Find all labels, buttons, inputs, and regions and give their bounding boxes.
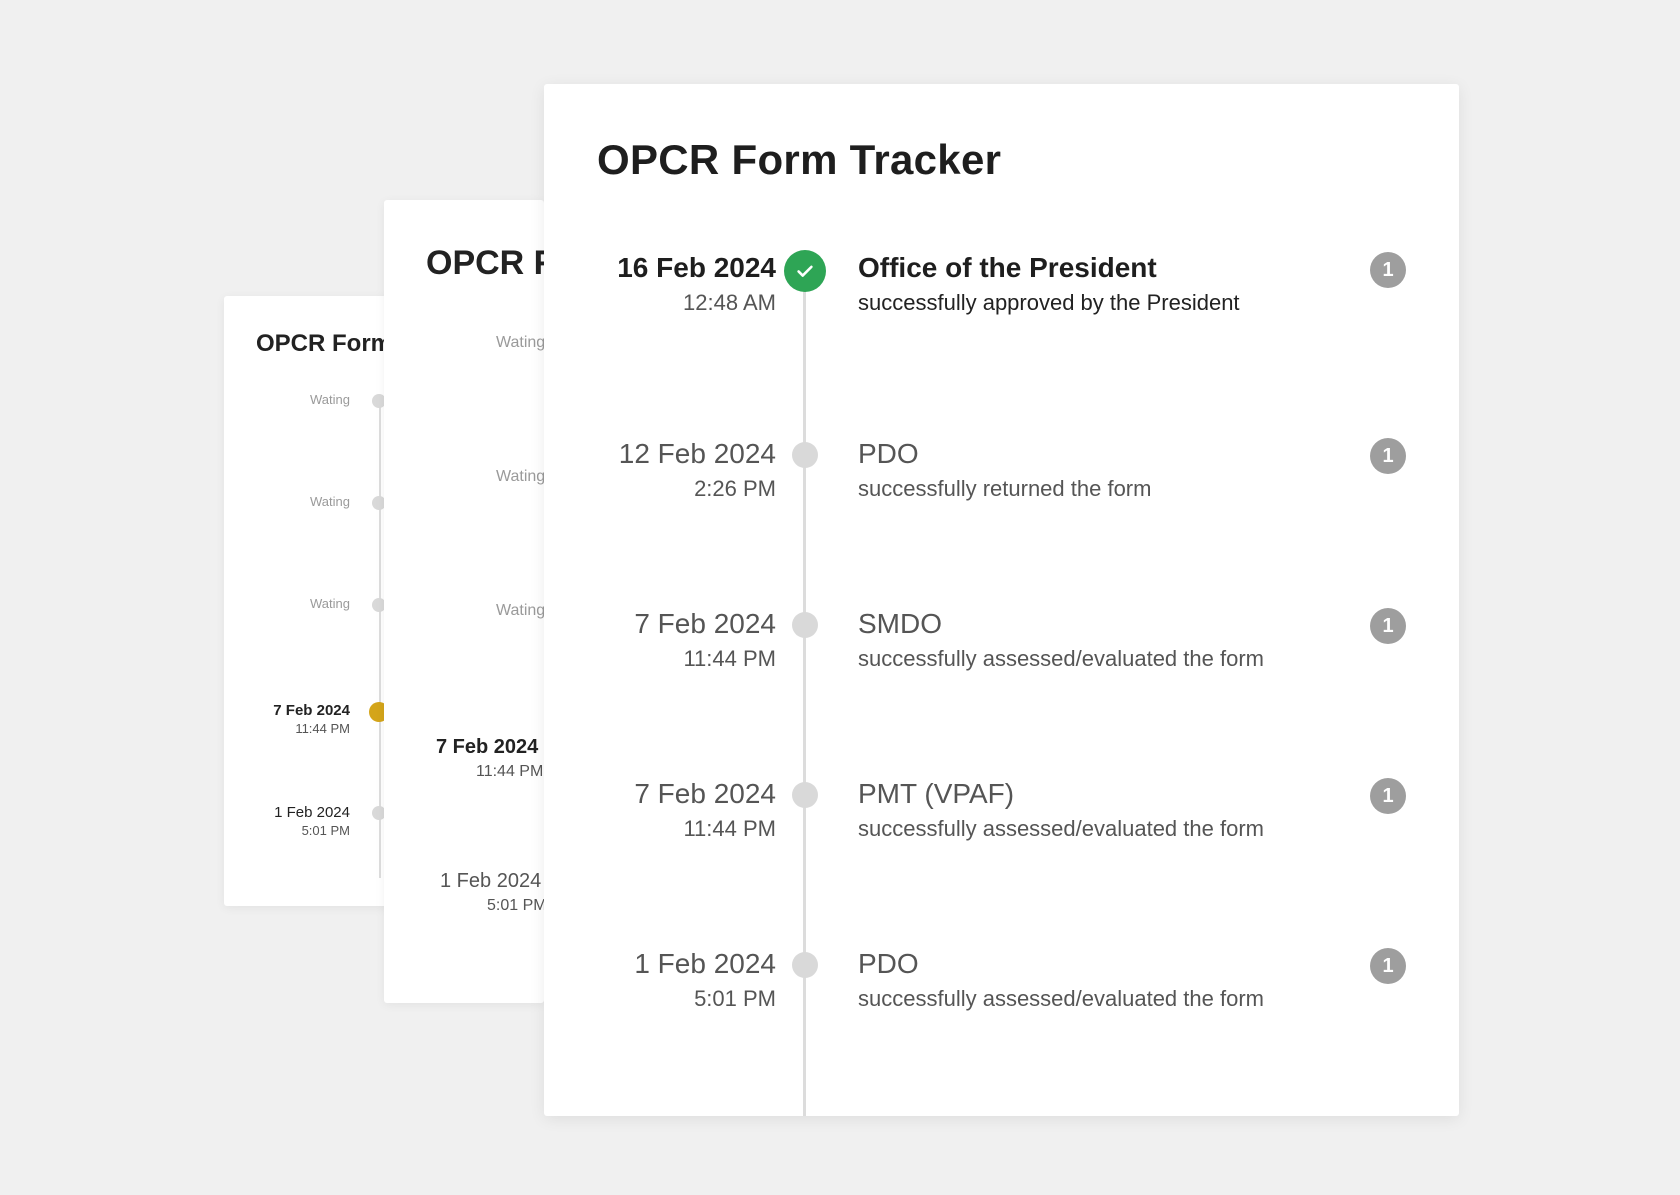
entry-actor: Office of the President <box>858 252 1157 283</box>
entry-description: successfully approved by the President <box>858 290 1240 315</box>
timeline-item: 7 Feb 2024 11:44 PM <box>436 736 544 781</box>
entry-actor: PDO <box>858 438 919 469</box>
timeline-status-waiting: Wating <box>496 602 544 619</box>
timeline-time: 11:44 PM <box>476 763 544 780</box>
timeline-dot <box>372 806 386 820</box>
timeline-item: 1 Feb 2024 5:01 PM <box>440 870 544 915</box>
page-title: OPCR Form Tracker <box>597 136 1002 183</box>
entry-actor: PMT (VPAF) <box>858 778 1015 809</box>
timeline-date: 7 Feb 2024 <box>436 736 539 758</box>
timeline-dot <box>372 394 386 408</box>
entry-count-badge[interactable]: 1 <box>1370 252 1406 288</box>
entry-description: successfully assessed/evaluated the form <box>858 646 1264 671</box>
timeline-time: 5:01 PM <box>301 823 350 838</box>
timeline-entry: 7 Feb 2024 11:44 PM PMT (VPAF) successfu… <box>544 778 1459 898</box>
timeline-status-waiting: Wating <box>310 392 350 407</box>
entry-count-badge[interactable]: 1 <box>1370 608 1406 644</box>
timeline-date: 1 Feb 2024 <box>274 804 350 821</box>
entry-time: 12:48 AM <box>683 290 776 315</box>
card-title: OPCR F <box>426 244 544 282</box>
timeline-entry: 7 Feb 2024 11:44 PM SMDO successfully as… <box>544 608 1459 728</box>
entry-date: 7 Feb 2024 <box>634 778 776 809</box>
card-title: OPCR Form <box>256 330 393 357</box>
timeline-status-waiting: Wating <box>310 494 350 509</box>
timeline-dot <box>792 782 818 808</box>
timeline-dot <box>372 598 386 612</box>
tracker-card-middle: OPCR F Wating Wating Wating 7 Feb 2024 1… <box>384 200 544 1003</box>
entry-description: successfully returned the form <box>858 476 1152 501</box>
check-icon <box>784 250 826 292</box>
entry-time: 11:44 PM <box>683 646 776 671</box>
entry-time: 2:26 PM <box>694 476 776 501</box>
timeline-date: 1 Feb 2024 <box>440 870 542 892</box>
entry-date: 12 Feb 2024 <box>618 438 776 469</box>
timeline-entry: 12 Feb 2024 2:26 PM PDO successfully ret… <box>544 438 1459 558</box>
timeline-line <box>803 264 806 1116</box>
timeline-entry: 16 Feb 2024 12:48 AM Office of the Presi… <box>544 250 1459 372</box>
tracker-card-back: OPCR Form Wating Wating Wating 7 Feb 202… <box>224 296 394 906</box>
entry-time: 11:44 PM <box>683 816 776 841</box>
entry-count-badge[interactable]: 1 <box>1370 438 1406 474</box>
timeline-dot <box>792 442 818 468</box>
entry-date: 1 Feb 2024 <box>634 948 776 979</box>
timeline-dot <box>792 952 818 978</box>
timeline-item: 1 Feb 2024 5:01 PM <box>224 804 350 838</box>
timeline-entry: 1 Feb 2024 5:01 PM PDO successfully asse… <box>544 948 1459 1068</box>
entry-actor: PDO <box>858 948 919 979</box>
opcr-form-tracker-card: OPCR Form Tracker 16 Feb 2024 12:48 AM O… <box>544 84 1459 1116</box>
entry-count-badge[interactable]: 1 <box>1370 778 1406 814</box>
entry-date: 16 Feb 2024 <box>617 252 776 283</box>
entry-date: 7 Feb 2024 <box>634 608 776 639</box>
timeline-status-waiting: Wating <box>496 468 544 485</box>
timeline-dot <box>792 612 818 638</box>
timeline-time: 5:01 PM <box>487 897 544 914</box>
timeline-line <box>379 400 381 878</box>
timeline-time: 11:44 PM <box>295 721 350 736</box>
entry-actor: SMDO <box>858 608 942 639</box>
timeline-date: 7 Feb 2024 <box>273 702 350 719</box>
entry-description: successfully assessed/evaluated the form <box>858 986 1264 1011</box>
entry-count-badge[interactable]: 1 <box>1370 948 1406 984</box>
entry-description: successfully assessed/evaluated the form <box>858 816 1264 841</box>
timeline-dot <box>372 496 386 510</box>
timeline-status-waiting: Wating <box>310 596 350 611</box>
entry-time: 5:01 PM <box>694 986 776 1011</box>
timeline-status-waiting: Wating <box>496 334 544 351</box>
timeline-item: 7 Feb 2024 11:44 PM <box>224 702 350 736</box>
